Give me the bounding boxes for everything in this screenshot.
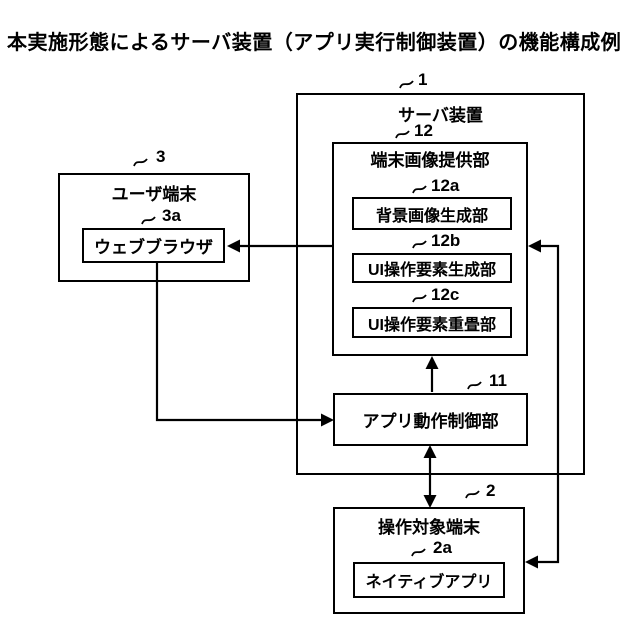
terminal-image-provider-label: 端末画像提供部 [370,151,490,170]
app-operation-controller-label: アプリ動作制御部 [362,412,499,431]
ref-label-2: 2 [486,481,496,500]
ref-label-2a: 2a [433,538,452,557]
ui-element-generator-label: UI操作要素生成部 [367,262,496,279]
ref-label-3a: 3a [162,206,181,225]
ref-label-3: 3 [156,147,166,166]
user-terminal-label: ユーザ端末 [111,185,197,204]
figure-title: 本実施形態によるサーバ装置（アプリ実行制御装置）の機能構成例 [7,32,622,54]
operation-target-terminal-box [333,507,525,614]
web-browser-box: ウェブブラウザ [82,228,225,263]
native-app-label: ネイティブアプリ [365,574,493,591]
native-app-box: ネイティブアプリ [353,562,505,598]
ref-label-11: 11 [489,371,507,390]
app-operation-controller-box: アプリ動作制御部 [333,393,528,446]
ref-leader-3 [133,158,148,167]
ref-leader-2 [465,490,480,499]
ui-element-generator-box: UI操作要素生成部 [352,253,512,283]
ui-element-superimposer-label: UI操作要素重畳部 [367,316,496,334]
ref-label-12a: 12a [431,176,460,195]
background-image-generator-label: 背景画像生成部 [375,207,488,225]
user-terminal-box [58,173,250,282]
ref-label-1: 1 [418,70,428,89]
ref-label-12b: 12b [431,231,461,250]
ref-label-12c: 12c [431,285,460,304]
terminal-image-provider-box [332,142,528,356]
background-image-generator-box: 背景画像生成部 [352,197,512,230]
server-device-label: サーバ装置 [398,106,483,125]
web-browser-label: ウェブブラウザ [94,238,213,257]
ui-element-superimposer-box: UI操作要素重畳部 [352,307,512,338]
ref-label-12: 12 [414,121,433,140]
operation-target-terminal-label: 操作対象端末 [378,518,480,537]
ref-leader-1 [399,80,414,89]
